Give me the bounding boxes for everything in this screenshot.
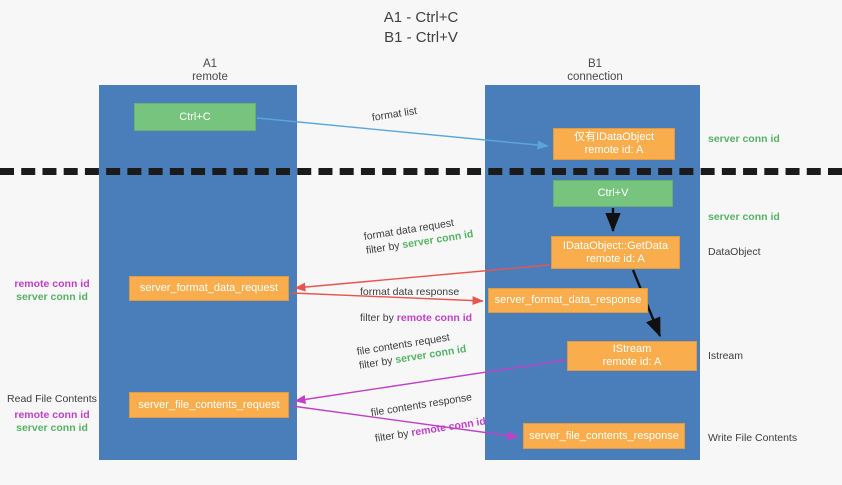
filter-prefix: filter by — [360, 312, 394, 324]
node-server-file-contents-response[interactable]: server_file_contents_response — [523, 423, 685, 449]
annotation-left-read-file-block: Read File Contents remote conn id server… — [7, 393, 97, 435]
title-line-1: A1 - Ctrl+C — [383, 9, 459, 26]
node-idataobject-line1: 仅有IDataObject — [573, 131, 655, 143]
annotation-server-conn-id-mid: server conn id — [708, 211, 780, 223]
edge-file-contents-response — [291, 405, 519, 441]
format-data-response-filter: filter by remote conn id — [360, 311, 472, 325]
filter-id-remote-conn: remote conn id — [396, 312, 473, 324]
phase-divider — [0, 168, 842, 175]
edge-format-data-response — [291, 292, 484, 306]
annotation-server-conn-id: server conn id — [16, 291, 88, 303]
column-b1-name: B1 — [587, 58, 603, 70]
node-ctrl-c[interactable]: Ctrl+C — [134, 103, 256, 131]
node-idataobject-getdata[interactable]: IDataObject::GetData remote id: A — [551, 236, 680, 269]
node-istream-line1: IStream — [612, 343, 652, 355]
column-b1-subtitle: connection — [567, 71, 623, 83]
node-idataobject-line2: remote id: A — [584, 144, 644, 156]
annotation-remote-conn-id: remote conn id — [14, 278, 90, 290]
node-format-data-request-label: server_format_data_request — [139, 282, 279, 294]
annotation-server-conn-id-top: server conn id — [708, 133, 780, 145]
node-ctrl-v-label: Ctrl+V — [597, 187, 629, 199]
node-format-data-response-label: server_format_data_response — [494, 294, 642, 306]
column-header-a1: A1 remote — [120, 58, 300, 84]
node-file-contents-response-label: server_file_contents_response — [529, 429, 679, 442]
diagram-title: A1 - Ctrl+C B1 - Ctrl+V — [0, 8, 842, 48]
annotation-istream: Istream — [708, 350, 744, 362]
annotation-remote-conn-id: remote conn id — [14, 409, 90, 421]
annotation-read-file-contents: Read File Contents — [7, 393, 97, 405]
node-istream[interactable]: IStream remote id: A — [567, 341, 697, 371]
node-istream-line2: remote id: A — [602, 356, 662, 368]
column-a1-name: A1 — [202, 58, 218, 70]
annotation-left-conn-ids-top: remote conn id server conn id — [7, 278, 97, 304]
column-a1-subtitle: remote — [192, 71, 228, 83]
edge-label-format-data-response: format data response filter by remote co… — [360, 285, 472, 325]
node-idataobject[interactable]: 仅有IDataObject remote id: A — [553, 128, 675, 160]
edge-format-data-request — [294, 264, 550, 292]
annotation-dataobject: DataObject — [708, 246, 761, 258]
node-server-format-data-response[interactable]: server_format_data_response — [488, 288, 648, 313]
edge-file-contents-request — [294, 359, 567, 404]
node-getdata-line1: IDataObject::GetData — [562, 239, 669, 252]
format-data-response-line1: format data response — [360, 286, 460, 298]
node-server-format-data-request[interactable]: server_format_data_request — [129, 276, 289, 301]
node-server-file-contents-request[interactable]: server_file_contents_request — [129, 392, 289, 418]
node-file-contents-request-label: server_file_contents_request — [138, 398, 280, 411]
edge-format-list — [256, 117, 549, 150]
node-ctrl-v[interactable]: Ctrl+V — [553, 180, 673, 207]
node-ctrl-c-label: Ctrl+C — [179, 110, 211, 123]
annotation-server-conn-id: server conn id — [16, 422, 88, 434]
title-line-2: B1 - Ctrl+V — [384, 29, 458, 46]
node-getdata-line2: remote id: A — [586, 252, 645, 265]
column-header-b1: B1 connection — [505, 58, 685, 84]
annotation-write-file-contents: Write File Contents — [708, 432, 798, 444]
